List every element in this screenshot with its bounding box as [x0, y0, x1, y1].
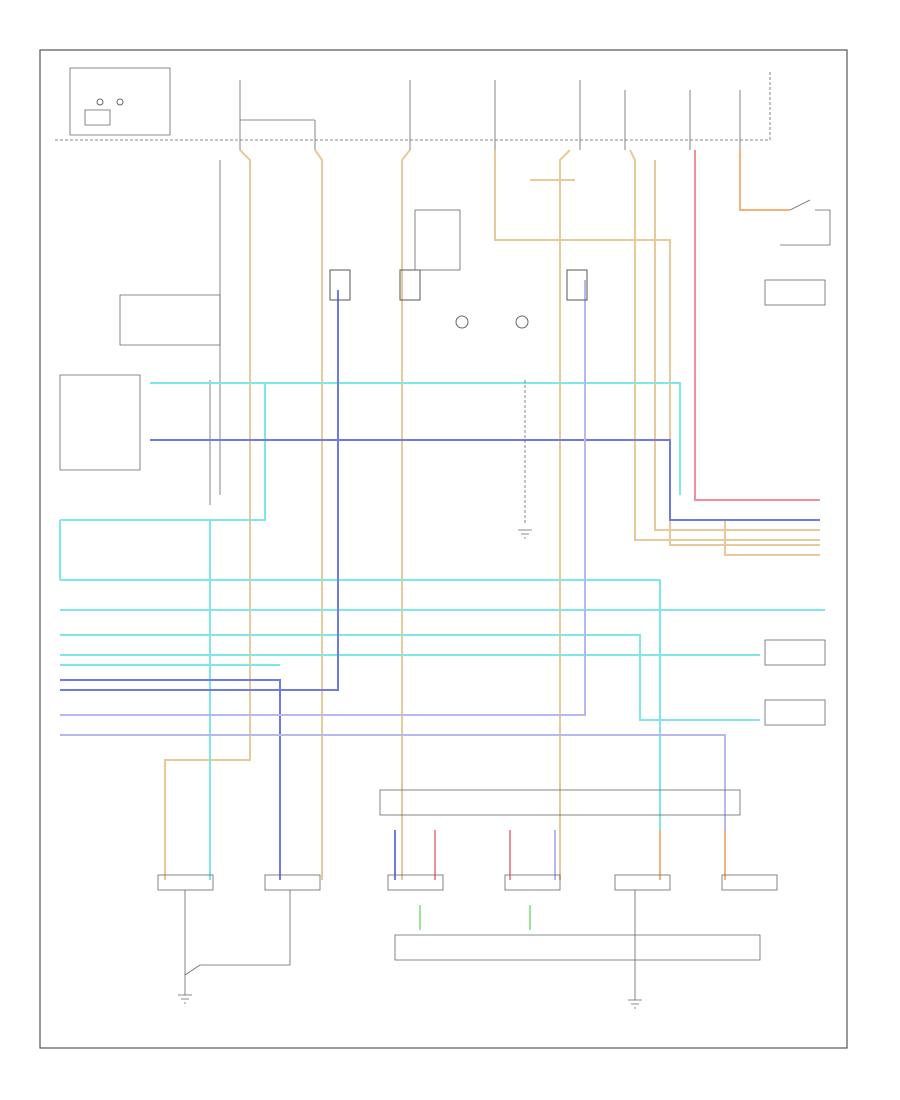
lamp-sockets: [157, 874, 778, 891]
ground-symbol: [518, 529, 532, 539]
ground-symbol: [628, 999, 642, 1009]
diagram-border: [39, 49, 848, 1049]
pink-wire: [694, 150, 820, 501]
fuse-lines: [239, 80, 741, 150]
tan-wires: [164, 149, 820, 880]
lamps: [455, 315, 529, 329]
cyan-wires: [59, 382, 825, 880]
blue-wires: [60, 290, 820, 880]
ground-symbol: [178, 994, 192, 1004]
bottom-ground-wires: [184, 890, 291, 995]
bottom-ground-box: [394, 934, 761, 961]
right-component-box: [764, 639, 826, 666]
right-switch: [780, 199, 831, 246]
orange-wire: [739, 150, 790, 211]
switch-contact: [96, 98, 104, 106]
relays: [329, 209, 588, 301]
top-relay-coil: [84, 109, 111, 126]
switch-contact: [116, 98, 124, 106]
right-component-box: [764, 279, 826, 306]
bottom-drops: [394, 830, 726, 930]
top-switch-box: [69, 67, 171, 136]
bottom-connector: [379, 789, 741, 816]
left-module-box: [119, 294, 221, 346]
right-component-box: [764, 699, 826, 726]
fuse-block-outline: [55, 70, 771, 141]
left-switch-box: [59, 374, 141, 471]
